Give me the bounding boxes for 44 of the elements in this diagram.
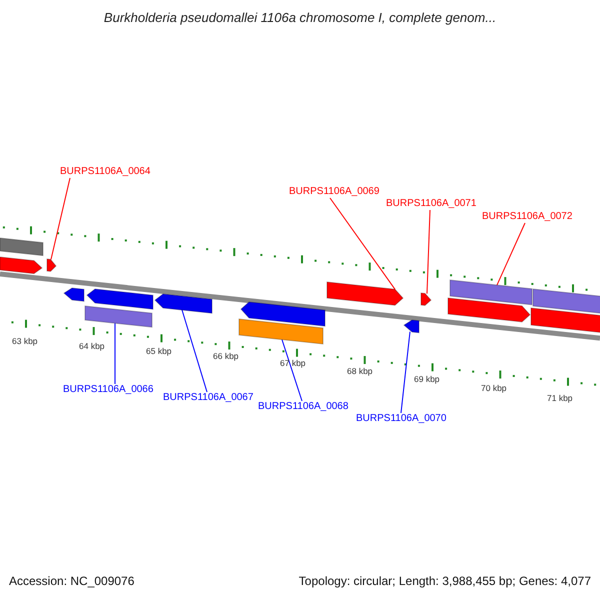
gene-feature-block: [450, 280, 532, 305]
gene-feature-block: [533, 288, 600, 314]
gene-feature-block: [87, 288, 153, 310]
gene-feature-block: [531, 308, 600, 332]
scale-label: 68 kbp: [347, 366, 373, 376]
gene-feature-block: [241, 302, 325, 326]
scale-label: 71 kbp: [547, 393, 573, 403]
footer-text: Topology: circular; Length: 3,988,455 bp; Genes: 4,077: [298, 574, 591, 588]
scale-label: 69 kbp: [414, 374, 440, 384]
gene-label: BURPS1106A_0066: [63, 384, 154, 396]
gene-feature-block: [47, 259, 56, 272]
leader-line: [114, 322, 116, 384]
leader-line: [496, 222, 526, 286]
gene-feature-block: [421, 293, 431, 306]
scale-label: 67 kbp: [280, 358, 306, 368]
scale-label: 63 kbp: [12, 336, 38, 346]
leader-line: [50, 178, 70, 260]
gene-feature-block: [0, 256, 42, 274]
gene-feature-block: [239, 319, 323, 344]
gene-label: BURPS1106A_0072: [482, 211, 572, 223]
scale-label: 65 kbp: [146, 346, 172, 356]
gene-label: BURPS1106A_0070: [356, 413, 446, 425]
gene-feature-block: [64, 288, 84, 302]
leader-line: [282, 339, 302, 402]
gene-feature-block: [327, 282, 403, 306]
gene-label: BURPS1106A_0064: [60, 166, 150, 178]
gene-label: BURPS1106A_0067: [163, 392, 254, 404]
leader-line: [330, 198, 396, 290]
leader-line: [426, 210, 430, 294]
scale-label: 70 kbp: [481, 383, 507, 393]
gene-feature-block: [448, 298, 530, 322]
footer-text: Accession: NC_009076: [9, 574, 134, 588]
leader-line: [400, 331, 410, 414]
gene-feature-block: [85, 306, 152, 328]
scale-label: 66 kbp: [213, 351, 239, 361]
gene-feature-block: [0, 238, 43, 256]
gene-feature-block: [404, 320, 419, 333]
gene-label: BURPS1106A_0068: [258, 401, 348, 413]
scale-label: 64 kbp: [79, 341, 105, 351]
title: Burkholderia pseudomallei 1106a chromosome I, complete genom...: [102, 10, 498, 25]
leader-line: [182, 309, 208, 392]
gene-label: BURPS1106A_0071: [386, 198, 476, 210]
gene-label: BURPS1106A_0069: [289, 186, 380, 198]
gene-feature-block: [155, 294, 212, 314]
